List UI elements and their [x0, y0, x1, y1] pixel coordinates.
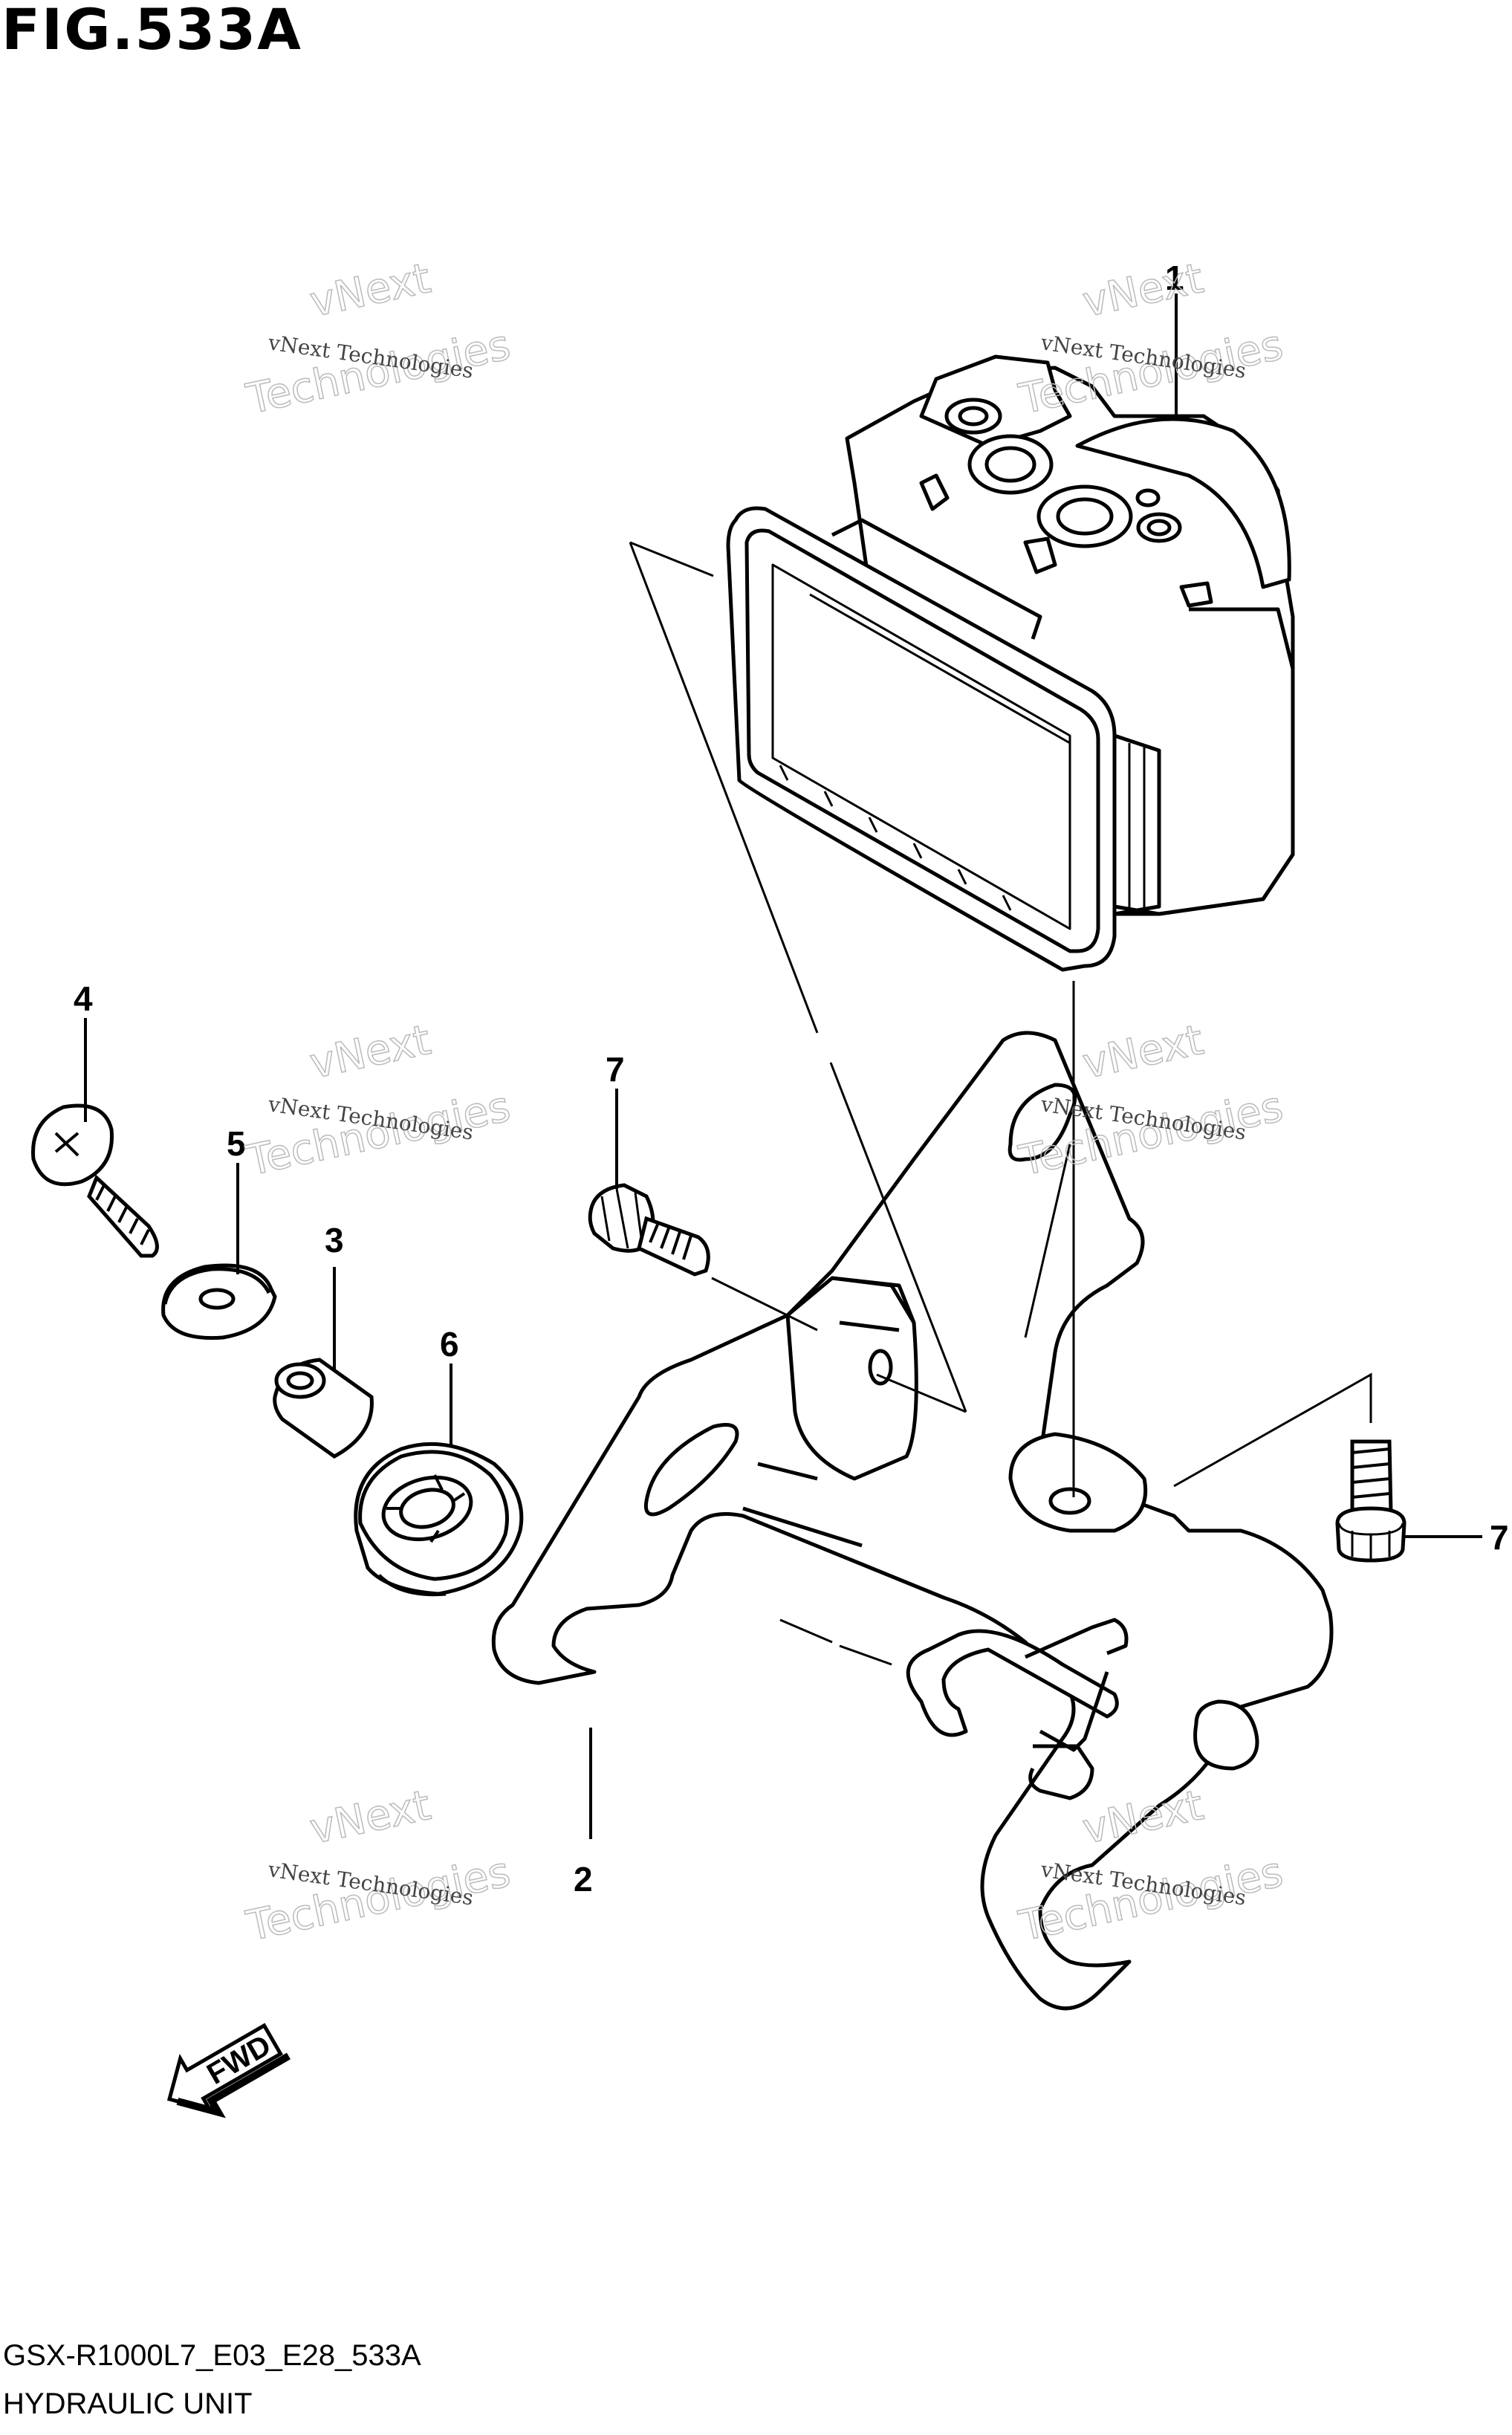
callout-5: 5	[227, 1124, 246, 1163]
bracket	[491, 1031, 1334, 2011]
assembly-lines	[629, 541, 1372, 1497]
bolt-part-7-right	[1335, 1439, 1406, 1563]
svg-text:vNext: vNext	[306, 1016, 435, 1089]
callout-3: 3	[325, 1221, 344, 1259]
bolt-part-7-upper	[588, 1183, 710, 1277]
leader-lines	[84, 294, 1482, 1839]
callout-1: 1	[1165, 259, 1184, 297]
model-code: GSX-R1000L7_E03_E28_533A	[3, 2339, 421, 2372]
fwd-arrow: FWD	[166, 2023, 291, 2118]
watermark-mid-left: vNext Technologies vNext Technologies	[241, 1015, 515, 1186]
callout-7-upper: 7	[606, 1050, 625, 1089]
callout-6: 6	[440, 1325, 459, 1364]
callout-7-right: 7	[1490, 1518, 1509, 1557]
hydraulic-unit	[726, 354, 1295, 972]
watermark-top-right: vNext Technologies vNext Technologies	[1014, 253, 1288, 424]
washer-part-5	[161, 1263, 277, 1340]
spacer-part-3	[273, 1358, 374, 1459]
grommet-part-6	[354, 1442, 524, 1597]
callout-2: 2	[574, 1860, 593, 1899]
screw-part-4	[31, 1103, 159, 1258]
svg-text:vNext: vNext	[306, 254, 435, 327]
figure-title: FIG.533A	[1, 0, 302, 62]
svg-text:vNext: vNext	[1079, 1016, 1208, 1089]
watermark-top-left: vNext Technologies vNext Technologies	[241, 253, 515, 424]
svg-text:vNext: vNext	[1079, 254, 1208, 327]
callout-4: 4	[74, 979, 93, 1018]
svg-text:vNext: vNext	[306, 1781, 435, 1854]
watermark-bottom-left: vNext Technologies vNext Technologies	[241, 1780, 515, 1951]
figure-caption: HYDRAULIC UNIT	[3, 2387, 253, 2420]
callout-numbers: 1 2 3 4 5 6 7 7	[74, 259, 1509, 1899]
